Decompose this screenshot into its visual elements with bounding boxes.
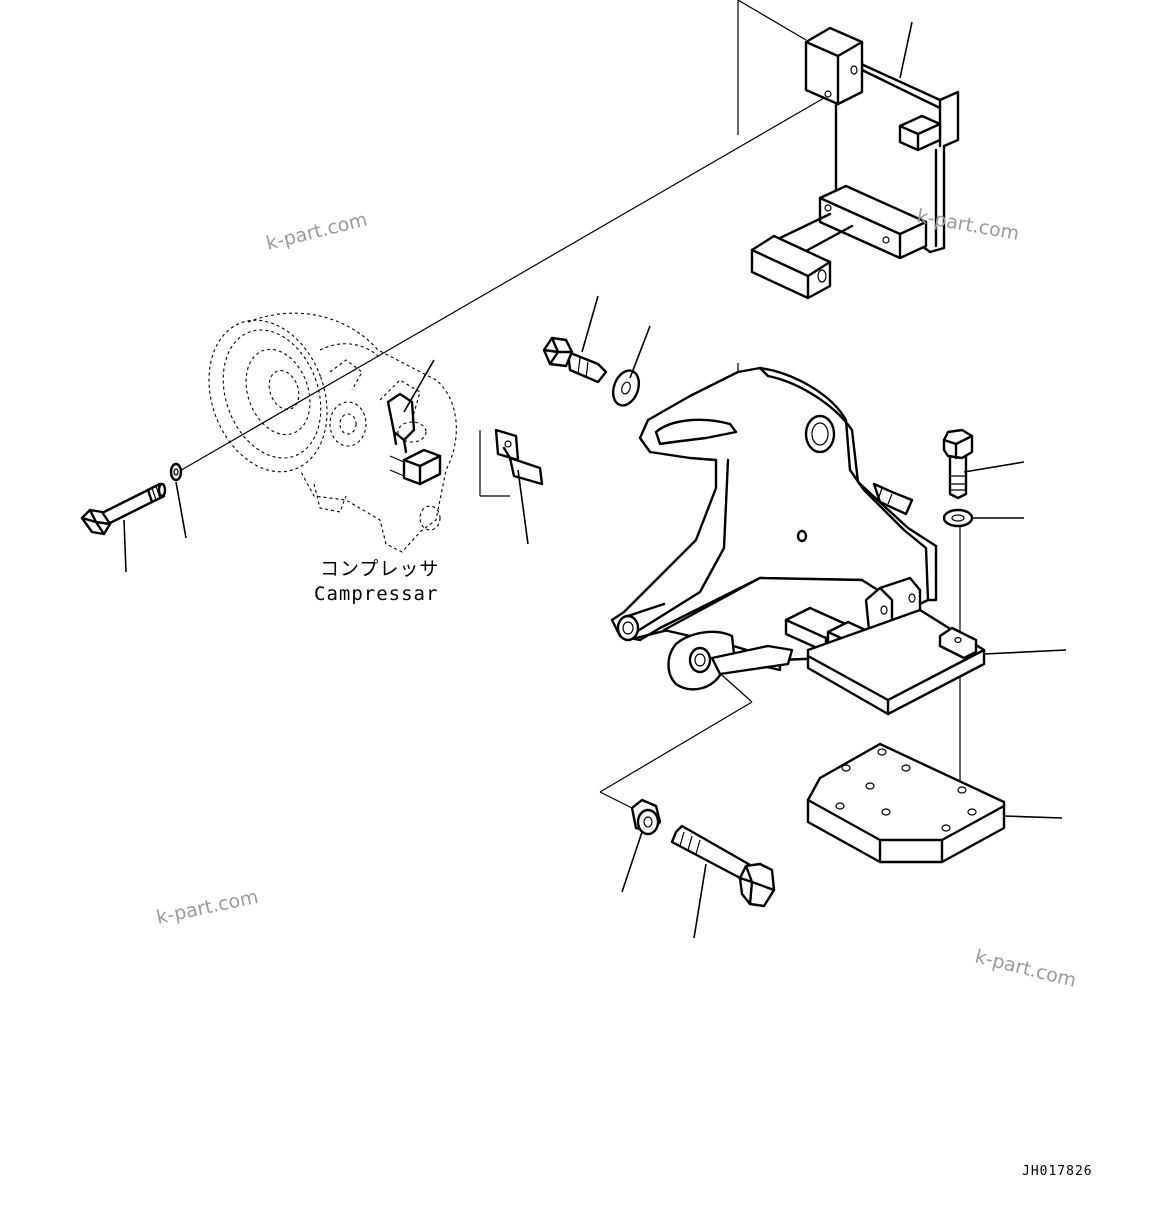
- watermark-2: k-part.com: [915, 205, 1021, 245]
- washer-left: [169, 462, 183, 482]
- upper-bracket: [750, 26, 960, 300]
- bolt-upper: [542, 336, 608, 384]
- washer-right: [942, 508, 974, 528]
- washer-upper: [611, 369, 641, 407]
- watermark-1: k-part.com: [264, 208, 370, 254]
- long-bolt-bottom: [670, 824, 776, 908]
- bottom-plate: [806, 742, 1006, 864]
- leader-lines: [123, 21, 1067, 939]
- watermark-3: k-part.com: [154, 886, 260, 929]
- drawing-code: JH017826: [1022, 1164, 1093, 1179]
- watermark-4: k-part.com: [973, 946, 1079, 992]
- compressor-label-jp: コンプレッサ: [320, 558, 439, 580]
- compressor: [208, 312, 457, 553]
- small-bracket-plate: [494, 428, 544, 486]
- compressor-label-en: Campressar: [314, 583, 438, 605]
- long-bolt-left: [80, 482, 167, 536]
- spacer-bottom: [630, 798, 662, 836]
- main-bracket: [610, 366, 986, 716]
- bolt-right: [942, 428, 974, 500]
